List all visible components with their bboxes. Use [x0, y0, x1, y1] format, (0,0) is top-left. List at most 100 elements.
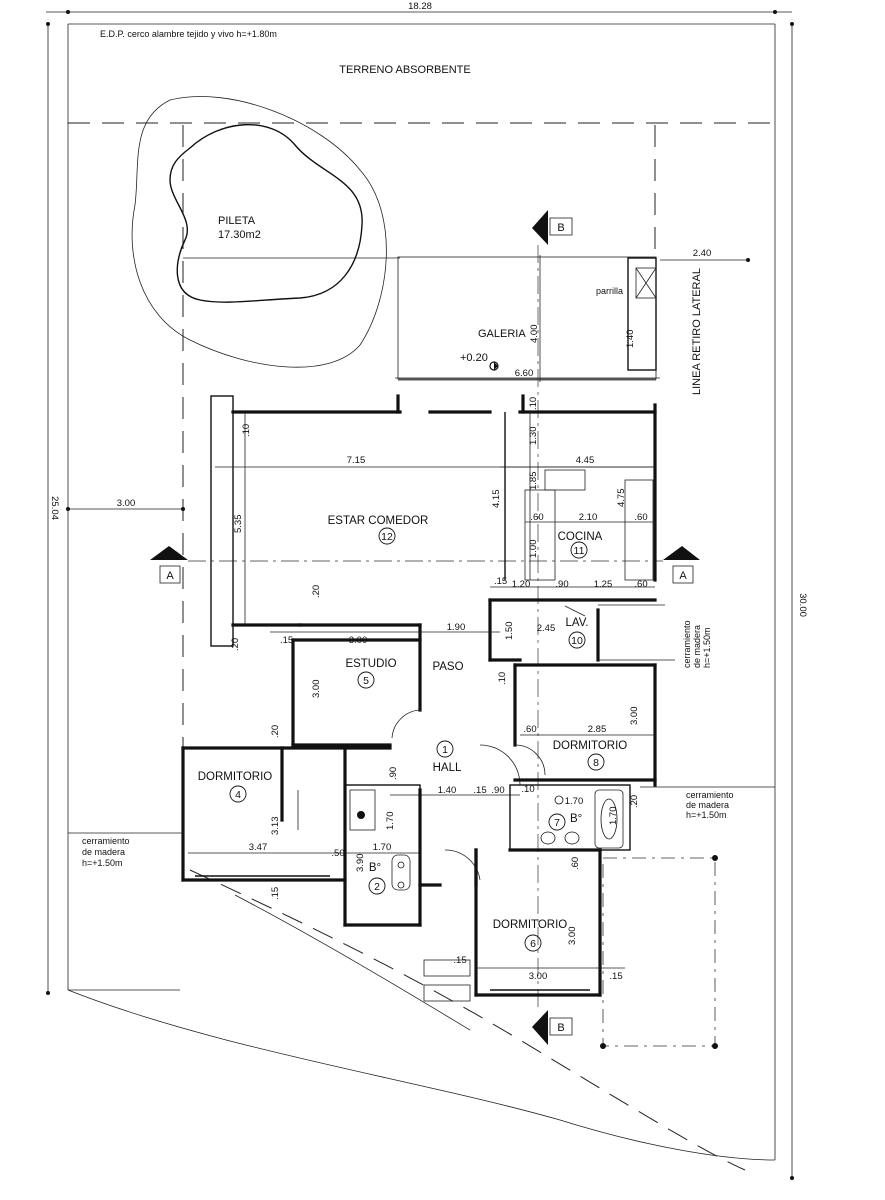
dim-hall-90: .90	[491, 785, 504, 796]
dim-hall-14: 1.40	[438, 785, 457, 796]
svg-text:h=+1.50m: h=+1.50m	[82, 858, 123, 868]
dim-grill-side: 2.40	[693, 248, 712, 259]
dim-dorm6-width: 3.00	[529, 971, 548, 982]
lav-num: 10	[571, 635, 583, 647]
setback-dimension: 3.00	[66, 498, 185, 511]
dim-estudio-width: 3.00	[349, 635, 368, 646]
svg-text:cerramiento: cerramiento	[682, 620, 692, 668]
dim-cocina-top: .10	[528, 397, 539, 410]
dim-dorm4-depth: 3.13	[270, 817, 281, 836]
hall-name: HALL	[433, 762, 462, 774]
dim-dorm6-wall: .15	[453, 955, 466, 966]
bano7-name: B°	[570, 813, 582, 825]
bano2-name: B°	[369, 862, 381, 874]
lavadero: 1.50 2.45 LAV. 10	[488, 598, 675, 662]
dorm4-num: 4	[235, 789, 241, 801]
pool-area: 17.30m2	[218, 229, 261, 241]
fence-note: E.D.P. cerco alambre tejido y vivo h=+1.…	[100, 29, 277, 39]
dorm8-num: 8	[593, 757, 599, 769]
dormitorio-8: .60 2.85 3.00 .10 DORMITORIO 8	[497, 663, 657, 787]
dim-dorm4-wall: .15	[270, 887, 281, 900]
dormitorio-6: 3.00 3.00 .60 .15 .15 DORMITORIO 6	[423, 848, 718, 1049]
dorm6-num: 6	[530, 938, 536, 950]
dim-paso-len: 1.90	[447, 622, 466, 633]
estudio-num: 5	[363, 675, 369, 687]
dim-cocina-total: 4.15	[491, 490, 502, 509]
dim-hall-wall: .20	[270, 725, 281, 738]
dim-dorm6-r: .15	[609, 971, 622, 982]
dim-cocina-d2: 2.10	[579, 512, 598, 523]
section-a-left: A	[166, 570, 174, 582]
lav-name: LAV.	[565, 617, 588, 629]
dorm8-name: DORMITORIO	[553, 740, 628, 752]
dim-estudio-wall: .15	[280, 635, 293, 646]
dim-lot-depth-right: 30.00	[797, 593, 808, 617]
estar-num: 12	[381, 531, 393, 543]
setback-lines	[68, 122, 775, 840]
dim-estudio-depth: 3.00	[311, 680, 322, 699]
dim-dorm4-width: 3.47	[249, 842, 268, 853]
dim-galeria-width: 6.60	[515, 368, 534, 379]
dorm6-name: DORMITORIO	[493, 919, 568, 931]
dim-dorm6-top: .60	[570, 857, 581, 870]
dim-cocina-width: 4.45	[576, 455, 595, 466]
dim-bano-b: 3.90	[355, 854, 366, 873]
pool-name: PILETA	[218, 215, 256, 227]
svg-text:de madera: de madera	[692, 625, 702, 668]
dim-dorm6-depth: 3.00	[567, 927, 578, 946]
lot-depth-right-dimension: 30.00	[790, 22, 808, 1180]
galeria: GALERIA +0.20 parrilla 2.40 1.40 6.60 4.…	[395, 248, 750, 382]
dim-estar-corner: .20	[230, 638, 241, 651]
section-marker-a-right: A	[663, 546, 700, 584]
dim-bano7-h: 1.70	[608, 807, 619, 826]
estudio-name: ESTUDIO	[345, 658, 396, 670]
grill-label: parrilla	[596, 286, 623, 296]
cocina: 4.45 4.15 1.30 1.85 1.00 4.75 .60 2.10 .…	[490, 397, 655, 590]
estar-comedor: 7.15 5.35 .10 .20 ESTAR COMEDOR 12	[210, 394, 657, 651]
dim-galeria-depth: 4.00	[529, 325, 540, 344]
estar-name: ESTAR COMEDOR	[328, 515, 429, 527]
dim-cocina-e4: .60	[634, 579, 647, 590]
lot-boundary	[67, 23, 776, 1171]
dim-bano7-w: 1.70	[565, 796, 584, 807]
dim-bano7-a: .10	[521, 784, 534, 795]
dim-cocina-e2: .90	[555, 579, 568, 590]
svg-text:h=+1.50m: h=+1.50m	[702, 627, 712, 668]
dim-cocina-depth: 4.75	[616, 489, 627, 508]
lot-width-dimension: 18.28	[46, 1, 792, 14]
dim-bano-width: 1.70	[385, 812, 396, 831]
dim-cocina-e3: 1.25	[594, 579, 613, 590]
section-a-right: A	[679, 570, 687, 582]
section-marker-b-bottom: B	[532, 1010, 573, 1045]
dim-estar-width: 7.15	[347, 455, 366, 466]
dim-lav-depth: 1.50	[504, 622, 515, 641]
dim-cocina-d1: .60	[530, 512, 543, 523]
dim-estar-small: .10	[241, 424, 252, 437]
dim-dorm8-width: 2.85	[588, 724, 607, 735]
pool: PILETA 17.30m2	[131, 96, 387, 368]
section-marker-a-left: A	[150, 546, 188, 584]
dim-bano-c: 1.70	[373, 842, 392, 853]
hall-num: 1	[442, 744, 448, 756]
dim-side-setback: 3.00	[117, 498, 136, 509]
wood-fence-right-lower: cerramiento de madera h=+1.50m	[640, 786, 775, 820]
svg-text:cerramiento: cerramiento	[82, 836, 130, 846]
dim-dorm8-depth: 3.00	[629, 707, 640, 726]
dim-hall-15: .15	[473, 785, 486, 796]
dim-lot-width: 18.28	[408, 1, 432, 12]
cocina-num: 11	[574, 545, 585, 557]
dim-cocina-upper: 1.30	[528, 427, 539, 446]
cocina-name: COCINA	[558, 531, 603, 543]
dim-bano-a: .50	[331, 848, 344, 859]
dim-estar-depth: 5.35	[233, 515, 244, 534]
dim-cocina-low: 1.00	[528, 540, 539, 559]
dim-estudio-top: .20	[311, 585, 322, 598]
section-marker-b-top: B	[532, 210, 573, 245]
bano-2: .90 .50 3.90 1.70 1.70 B° 2	[331, 767, 422, 927]
dim-lot-depth-left: 25.04	[49, 496, 60, 520]
dorm4-name: DORMITORIO	[198, 771, 273, 783]
svg-text:de madera: de madera	[82, 847, 125, 857]
wood-fence-left: cerramiento de madera h=+1.50m	[68, 832, 183, 868]
dim-grill-depth: 1.40	[625, 330, 636, 349]
